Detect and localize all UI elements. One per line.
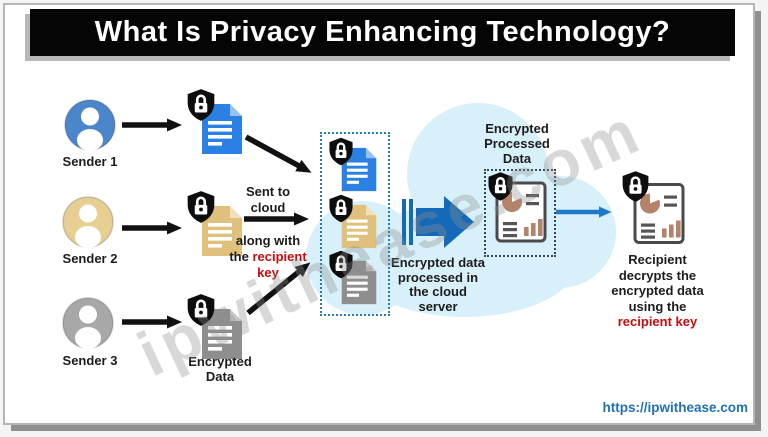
pool-doc-blue — [328, 137, 382, 195]
sender3-label: Sender 3 — [62, 353, 118, 368]
page-title: What Is Privacy Enhancing Technology? — [94, 16, 671, 48]
pool-doc-tan — [328, 194, 382, 252]
title-banner: What Is Privacy Enhancing Technology? — [30, 9, 735, 56]
sender1-person-icon — [64, 99, 116, 151]
shield-lock-icon — [487, 171, 514, 202]
recipient-key-note: along with the recipient key — [229, 233, 307, 280]
footer-link[interactable]: https://ipwithease.com — [602, 400, 748, 415]
processing-caption: Encrypted data processed in the cloud se… — [391, 255, 485, 314]
encrypted-data-caption: Encrypted Data — [188, 354, 252, 384]
sender2-label: Sender 2 — [62, 251, 118, 266]
processed-data-caption: Encrypted Processed Data — [484, 121, 550, 166]
recipient-caption: Recipient decrypts the encrypted data us… — [611, 252, 704, 329]
shield-lock-icon — [186, 88, 216, 122]
sender1-label: Sender 1 — [62, 154, 118, 169]
encrypted-doc-sender1 — [186, 88, 246, 158]
shield-lock-icon — [328, 194, 354, 223]
sender3-person-icon — [62, 297, 114, 349]
shield-lock-icon — [328, 250, 354, 279]
encrypted-pool-box — [320, 132, 390, 316]
shield-lock-icon — [621, 170, 650, 203]
shield-lock-icon — [328, 137, 354, 166]
pool-doc-gray — [328, 250, 382, 308]
shield-lock-icon — [186, 190, 216, 224]
recipient-report — [621, 170, 687, 248]
encrypted-doc-sender3 — [186, 293, 246, 363]
sent-to-cloud-note: Sent to cloud — [245, 184, 291, 215]
sender2-person-icon — [62, 196, 114, 248]
processed-data-box — [484, 169, 556, 257]
shield-lock-icon — [186, 293, 216, 327]
